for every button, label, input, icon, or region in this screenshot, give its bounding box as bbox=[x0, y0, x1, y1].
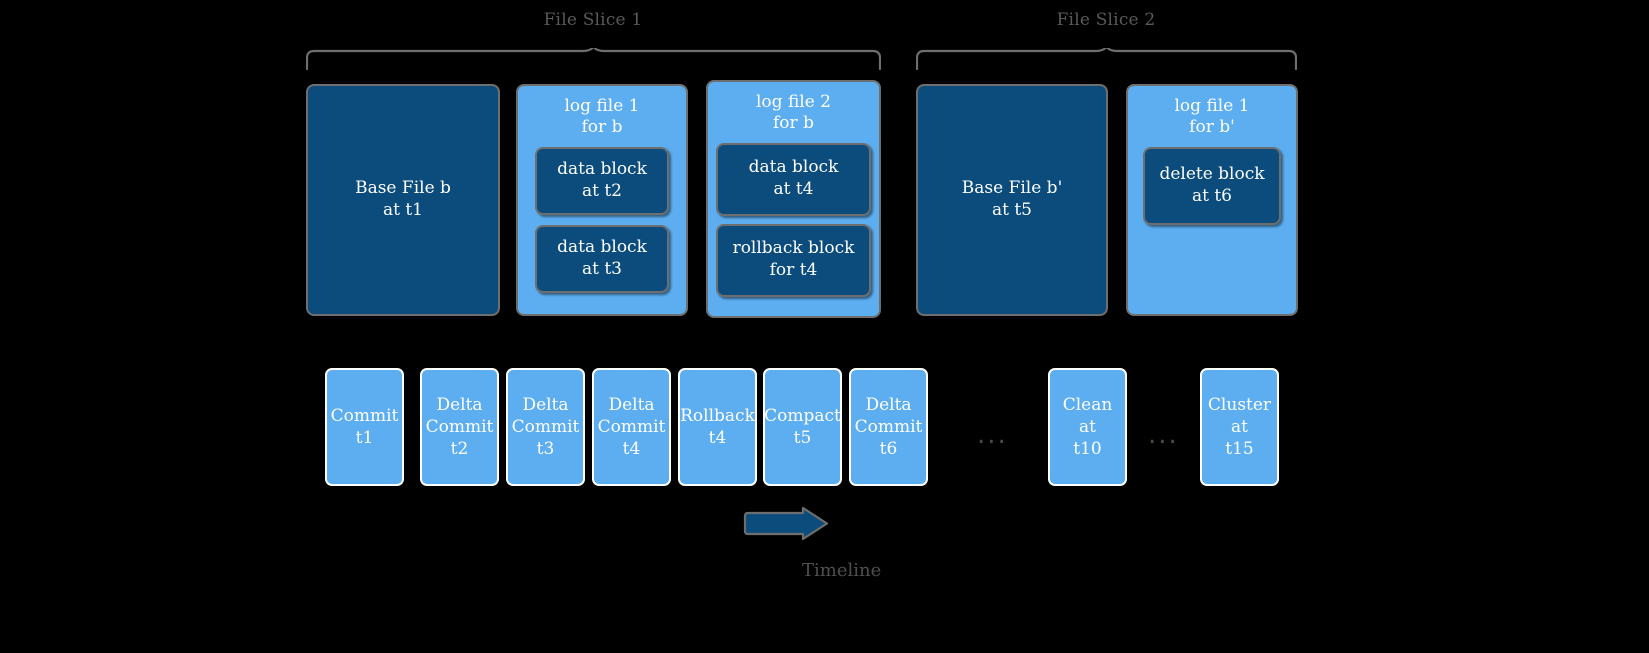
timeline-instant-line3: t4 bbox=[622, 439, 641, 460]
file-slice-1-bracket bbox=[306, 48, 881, 70]
timeline-instant-clean-t10[interactable]: Clean at t10 bbox=[1048, 368, 1127, 486]
timeline-instant-line3: t10 bbox=[1073, 439, 1102, 460]
timeline-instant-line1: Delta bbox=[608, 394, 655, 415]
base-file-b-box: Base File b at t1 bbox=[306, 84, 500, 316]
data-block-t2-line1: data block bbox=[557, 158, 647, 179]
data-block-t4-line2: at t4 bbox=[773, 179, 814, 199]
log-file-1-for-b-box: log file 1 for b data block at t2 data b… bbox=[516, 84, 688, 316]
base-file-b-line1: Base File b bbox=[355, 178, 451, 199]
timeline-instant-line2: at bbox=[1231, 416, 1248, 437]
timeline-instant-delta-commit-t4[interactable]: Delta Commit t4 bbox=[592, 368, 671, 486]
log-file-1-for-b-prime-title-line2: for b' bbox=[1189, 117, 1235, 138]
base-file-b-prime-line2: at t5 bbox=[991, 200, 1033, 220]
file-slice-2-bracket bbox=[916, 48, 1297, 70]
timeline-instant-delta-commit-t6[interactable]: Delta Commit t6 bbox=[849, 368, 928, 486]
log-file-1-for-b-prime-title-line1: log file 1 bbox=[1174, 96, 1250, 116]
timeline-instant-delta-commit-t3[interactable]: Delta Commit t3 bbox=[506, 368, 585, 486]
log-file-1-for-b-title-line1: log file 1 bbox=[564, 96, 640, 116]
file-slice-1-label: File Slice 1 bbox=[543, 10, 643, 30]
base-file-b-line2: at t1 bbox=[382, 200, 424, 220]
log-file-2-for-b-title-line2: for b bbox=[773, 113, 814, 134]
timeline-arrow-icon bbox=[741, 506, 831, 542]
timeline-instant-line2: Commit bbox=[854, 416, 923, 437]
timeline-instant-line3: t6 bbox=[879, 439, 898, 460]
timeline-instant-line2: at bbox=[1079, 416, 1096, 437]
log-file-2-for-b-title-line1: log file 2 bbox=[755, 92, 831, 112]
timeline-instant-line1: Compact bbox=[764, 405, 841, 426]
rollback-block-t4-line2: for t4 bbox=[769, 260, 818, 280]
timeline-instant-line2: t5 bbox=[793, 428, 812, 448]
log-file-1-for-b-prime-box: log file 1 for b' delete block at t6 bbox=[1126, 84, 1298, 316]
timeline-instant-line3: t2 bbox=[450, 439, 469, 460]
rollback-block-t4-line1: rollback block bbox=[732, 238, 855, 259]
file-slice-2-label: File Slice 2 bbox=[1056, 10, 1156, 30]
delete-block-t6-line1: delete block bbox=[1159, 163, 1265, 184]
delete-block-t6: delete block at t6 bbox=[1143, 146, 1281, 225]
data-block-t4: data block at t4 bbox=[716, 142, 871, 216]
log-file-1-for-b-prime-title: log file 1 for b' bbox=[1174, 96, 1249, 139]
data-block-t3: data block at t3 bbox=[535, 224, 669, 293]
timeline-instant-line1: Rollback bbox=[680, 405, 755, 426]
data-block-t4-line1: data block bbox=[748, 157, 839, 178]
log-file-1-for-b-title: log file 1 for b bbox=[564, 96, 639, 139]
timeline-instant-compact-t5[interactable]: Compact t5 bbox=[763, 368, 842, 486]
timeline-instant-line3: t15 bbox=[1225, 439, 1254, 460]
delete-block-t6-line2: at t6 bbox=[1191, 185, 1233, 206]
base-file-b-prime-line1: Base File b' bbox=[961, 178, 1063, 199]
timeline-instant-rollback-t4[interactable]: Rollback t4 bbox=[678, 368, 757, 486]
timeline-instant-line1: Clean bbox=[1062, 394, 1113, 415]
timeline-instant-line1: Delta bbox=[522, 394, 569, 415]
timeline-instant-delta-commit-t2[interactable]: Delta Commit t2 bbox=[420, 368, 499, 486]
timeline-instant-line2: Commit bbox=[597, 416, 666, 437]
timeline-instant-line1: Delta bbox=[865, 394, 912, 415]
data-block-t3-line2: at t3 bbox=[581, 258, 623, 279]
data-block-t3-line1: data block bbox=[557, 236, 647, 257]
data-block-t2: data block at t2 bbox=[535, 146, 669, 215]
log-file-2-for-b-box: log file 2 for b data block at t4 rollba… bbox=[706, 80, 881, 318]
timeline-instant-line1: Delta bbox=[436, 394, 483, 415]
timeline-instant-commit-t1[interactable]: Commit t1 bbox=[325, 368, 404, 486]
timeline-instant-line2: Commit bbox=[511, 416, 580, 437]
rollback-block-t4: rollback block for t4 bbox=[716, 223, 871, 297]
log-file-2-for-b-title: log file 2 for b bbox=[756, 92, 831, 135]
timeline-instant-line2: t4 bbox=[708, 428, 727, 448]
timeline-instant-cluster-t15[interactable]: Cluster at t15 bbox=[1200, 368, 1279, 486]
timeline-instant-line1: Cluster bbox=[1207, 394, 1272, 415]
timeline-instant-line2: Commit bbox=[425, 416, 494, 437]
log-file-1-for-b-title-line2: for b bbox=[581, 117, 623, 138]
timeline-instant-line1: Commit bbox=[330, 405, 399, 426]
base-file-b-prime-box: Base File b' at t5 bbox=[916, 84, 1108, 316]
timeline-instant-line3: t3 bbox=[536, 439, 555, 460]
timeline-instant-line2: t1 bbox=[355, 428, 374, 448]
data-block-t2-line2: at t2 bbox=[581, 180, 623, 201]
timeline-caption: Timeline bbox=[802, 560, 882, 581]
timeline-ellipsis-1: ... bbox=[977, 420, 1008, 450]
timeline-ellipsis-2: ... bbox=[1148, 420, 1179, 450]
